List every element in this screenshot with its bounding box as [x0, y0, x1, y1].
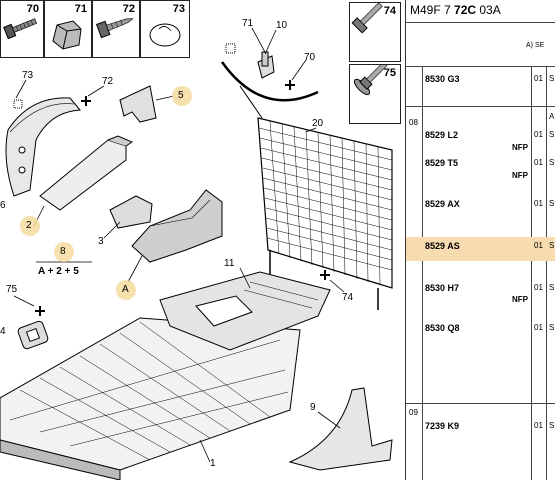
part-number: 74 [383, 5, 396, 17]
part-3 [109, 195, 153, 229]
header-code: 72C [454, 3, 477, 17]
bracket-10 [257, 51, 275, 79]
selected-row-highlight [406, 237, 555, 261]
callout-4: 4 [0, 326, 6, 337]
part-col: S [549, 74, 555, 83]
part-col: S [549, 421, 555, 430]
callout-6: 6 [0, 200, 6, 211]
callout-a: A [122, 284, 129, 295]
part-col: S [549, 130, 555, 139]
bracket-5 [119, 85, 157, 123]
callout-71: 71 [242, 18, 254, 29]
part-qty: 01 [534, 199, 543, 208]
divider [406, 403, 555, 404]
part-qty: 01 [534, 158, 543, 167]
divider [406, 106, 555, 107]
nfp-flag: NFP [512, 295, 528, 304]
part-number: 75 [383, 67, 396, 79]
header-prefix: M49F 7 [410, 3, 455, 17]
part-box-70[interactable]: 70 [0, 0, 44, 58]
callout-72: 72 [102, 76, 114, 87]
callout-10: 10 [276, 20, 288, 31]
callout-11: 11 [224, 258, 235, 269]
list-header: M49F 7 72C 03A [410, 3, 501, 17]
part-code: 7239 K9 [425, 421, 460, 431]
part-number: 72 [122, 3, 135, 15]
part-col: S [549, 283, 555, 292]
part-code: 8529 AS [425, 241, 460, 251]
part-code: 8530 Q8 [425, 323, 460, 333]
screw-icon [351, 3, 383, 34]
callout-8: 8 [60, 246, 66, 257]
callout-2: 2 [26, 220, 32, 231]
callout-1: 1 [210, 458, 216, 469]
header-suffix: 03A [476, 3, 501, 17]
floor-panel-1 [0, 317, 301, 480]
part-qty: 01 [534, 421, 543, 430]
wheel-housing-a [131, 189, 223, 263]
part-col: A [549, 112, 555, 121]
callout-73: 73 [22, 70, 34, 81]
column-divider [422, 66, 423, 480]
part-code: 8530 H7 [425, 283, 460, 293]
group-label: 08 [409, 118, 418, 127]
column-divider [531, 66, 532, 480]
storage-tray-11 [159, 271, 331, 351]
callout-3: 3 [98, 236, 104, 247]
part-qty: 01 [534, 241, 543, 250]
list-subheader: A) SE [526, 42, 545, 49]
part-qty: 01 [534, 283, 543, 292]
callout-formula: A + 2 + 5 [38, 266, 79, 277]
wheel-arch-liner [5, 97, 82, 197]
group-label: 09 [409, 408, 418, 417]
part-number: 71 [74, 3, 87, 15]
parts-list-panel: M49F 7 72C 03A A) SE 8530 G3 01 S 08 A 8… [405, 0, 555, 480]
part-box-72[interactable]: 72 [92, 0, 140, 58]
part-qty: 01 [534, 74, 543, 83]
self-tapping-screw-icon [95, 18, 134, 39]
callout-20: 20 [312, 118, 324, 129]
part-col: S [549, 323, 555, 332]
divider [406, 66, 555, 67]
part-qty: 01 [534, 130, 543, 139]
nfp-flag: NFP [512, 143, 528, 152]
round-cap-icon [149, 23, 181, 47]
part-number: 73 [172, 3, 185, 15]
part-qty: 01 [534, 323, 543, 332]
part-code: 8529 T5 [425, 158, 459, 168]
part-code: 8529 AX [425, 199, 460, 209]
part-number: 70 [26, 3, 39, 15]
nfp-flag: NFP [512, 171, 528, 180]
clip-4 [17, 320, 49, 350]
divider [406, 22, 555, 23]
part-box-75[interactable]: 75 [349, 64, 401, 124]
callout-5: 5 [178, 90, 184, 101]
clip-71-marker [225, 43, 236, 54]
callout-70: 70 [304, 52, 316, 63]
part-col: S [549, 241, 555, 250]
callout-74: 74 [342, 292, 354, 303]
part-code: 8529 L2 [425, 130, 459, 140]
column-divider [546, 66, 547, 480]
bolt-screw-icon [3, 18, 37, 40]
part-box-73[interactable]: 73 [140, 0, 190, 58]
callout-75: 75 [6, 284, 18, 295]
clip-nut-icon [52, 20, 82, 50]
flange-screw-icon [353, 65, 388, 96]
part-code: 8530 G3 [425, 74, 460, 84]
part-box-71[interactable]: 71 [44, 0, 92, 58]
side-trim-2 [39, 135, 134, 211]
callout-9: 9 [310, 402, 316, 413]
part-col: S [549, 199, 555, 208]
part-col: S [549, 158, 555, 167]
part-box-74[interactable]: 74 [349, 2, 401, 62]
trim-panel-9 [288, 387, 393, 471]
cargo-net-20 [257, 117, 393, 310]
exploded-view-drawing [0, 27, 393, 480]
